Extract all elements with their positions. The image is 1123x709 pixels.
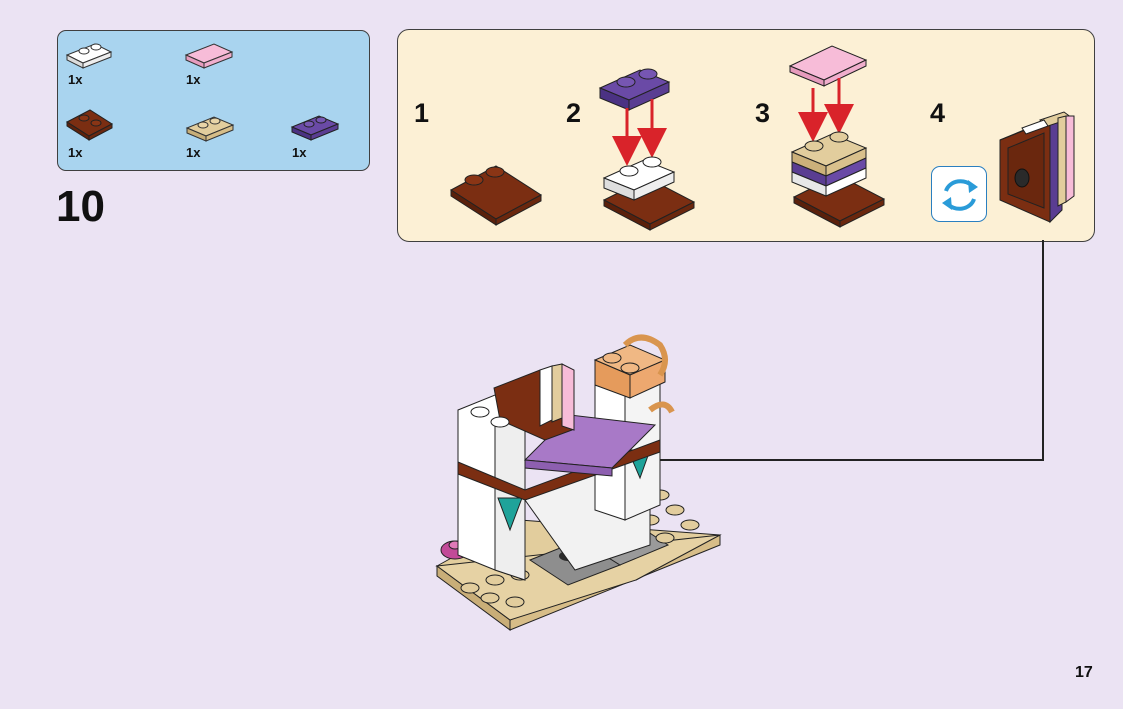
rotate-arrows-icon [931,166,987,222]
page-number: 17 [1075,664,1093,681]
substep-label-2: 2 [566,98,582,128]
substep-1-model [450,165,542,226]
substep-label-1: 1 [414,98,430,128]
callout-line [552,240,1044,461]
main-assembly [435,334,722,631]
part-white-plate [65,43,113,69]
substep-2-model [598,68,696,231]
step-number: 10 [56,182,105,231]
part-qty-white-plate: 1x [68,72,83,87]
part-purple-plate [290,115,340,141]
part-qty-tan-plate: 1x [186,145,201,160]
part-tan-plate [185,116,235,142]
substep-label-4: 4 [930,98,946,128]
part-brown-plate [66,109,113,141]
substep-4-model [999,111,1075,224]
substep-label-3: 3 [755,98,771,128]
substep-3-model [788,45,886,228]
part-pink-tile [184,43,234,69]
part-qty-pink-tile: 1x [186,72,201,87]
part-qty-purple-plate: 1x [292,145,307,160]
part-qty-brown-plate: 1x [68,145,83,160]
